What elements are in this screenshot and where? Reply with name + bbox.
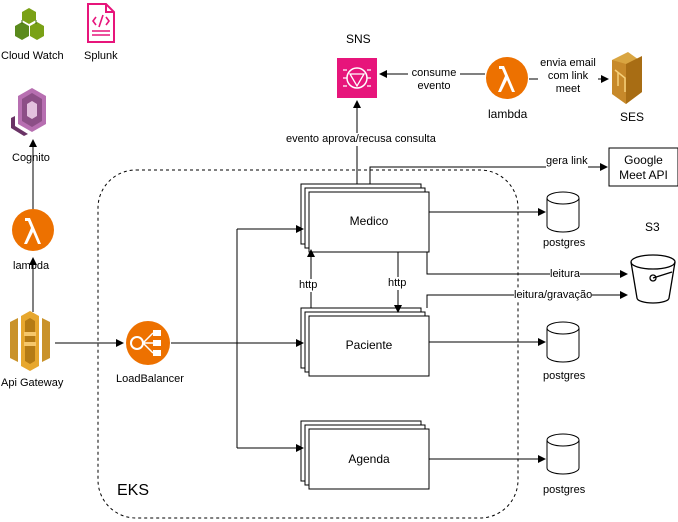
postgres-label-1: postgres: [543, 237, 586, 249]
cognito-icon: [11, 88, 46, 136]
ses-icon: [612, 52, 642, 104]
postgres-db-2: [546, 321, 580, 363]
envia-line3: meet: [555, 83, 581, 95]
cloudwatch-icon: [14, 4, 51, 41]
consume-line2: evento: [417, 80, 451, 92]
agenda-stack: [300, 420, 430, 490]
cognito-label: Cognito: [12, 152, 50, 164]
s3-label: S3: [645, 220, 660, 234]
postgres-label-2: postgres: [543, 370, 586, 382]
lambda-left-label: lambda: [13, 260, 50, 272]
google-meet-box: [608, 147, 678, 187]
medico-stack: [300, 183, 430, 253]
envia-line1: envia email: [540, 57, 596, 69]
sns-label: SNS: [346, 32, 371, 46]
medico-service-label: Medico: [349, 214, 389, 228]
splunk-label: Splunk: [84, 50, 118, 62]
gera-link-label: gera link: [546, 155, 588, 168]
api-gateway-label: Api Gateway: [1, 377, 64, 389]
consume-edge-label: consume evento: [408, 67, 460, 93]
eks-label: EKS: [117, 482, 150, 499]
google-meet-line2: Meet API: [619, 168, 668, 182]
lambda-left-icon: [12, 209, 54, 251]
evento-aprova-label: evento aprova/recusa consulta: [286, 133, 436, 146]
sns-icon: [337, 58, 377, 98]
google-meet-line1: Google: [624, 153, 663, 167]
lambda-top-icon: [486, 57, 528, 99]
lambda-top-label: lambda: [488, 107, 528, 121]
leitura-gravacao-label: leitura/gravação: [514, 289, 593, 302]
http-right-label: http: [388, 277, 407, 290]
api-gateway-icon: [10, 311, 50, 371]
leitura-label: leitura: [550, 268, 580, 281]
envia-line2: com link: [547, 70, 589, 82]
postgres-db-1: [546, 191, 580, 233]
consume-line1: consume: [411, 67, 457, 79]
postgres-label-3: postgres: [543, 484, 586, 496]
agenda-service-label: Agenda: [348, 452, 390, 466]
splunk-icon: [87, 3, 115, 43]
paciente-stack: [300, 307, 430, 377]
eks-boundary: [97, 169, 519, 519]
paciente-service-label: Paciente: [345, 338, 393, 352]
envia-edge-label: envia email com link meet: [538, 57, 598, 96]
http-left-label: http: [299, 279, 318, 292]
postgres-db-3: [546, 433, 580, 475]
ses-label: SES: [620, 110, 645, 124]
edges: [29, 70, 628, 463]
load-balancer-label: LoadBalancer: [116, 373, 184, 385]
cloudwatch-label: Cloud Watch: [1, 50, 64, 62]
load-balancer-icon: [126, 321, 170, 365]
s3-bucket-icon: [630, 254, 676, 304]
google-meet-label: Google Meet API: [609, 153, 678, 183]
